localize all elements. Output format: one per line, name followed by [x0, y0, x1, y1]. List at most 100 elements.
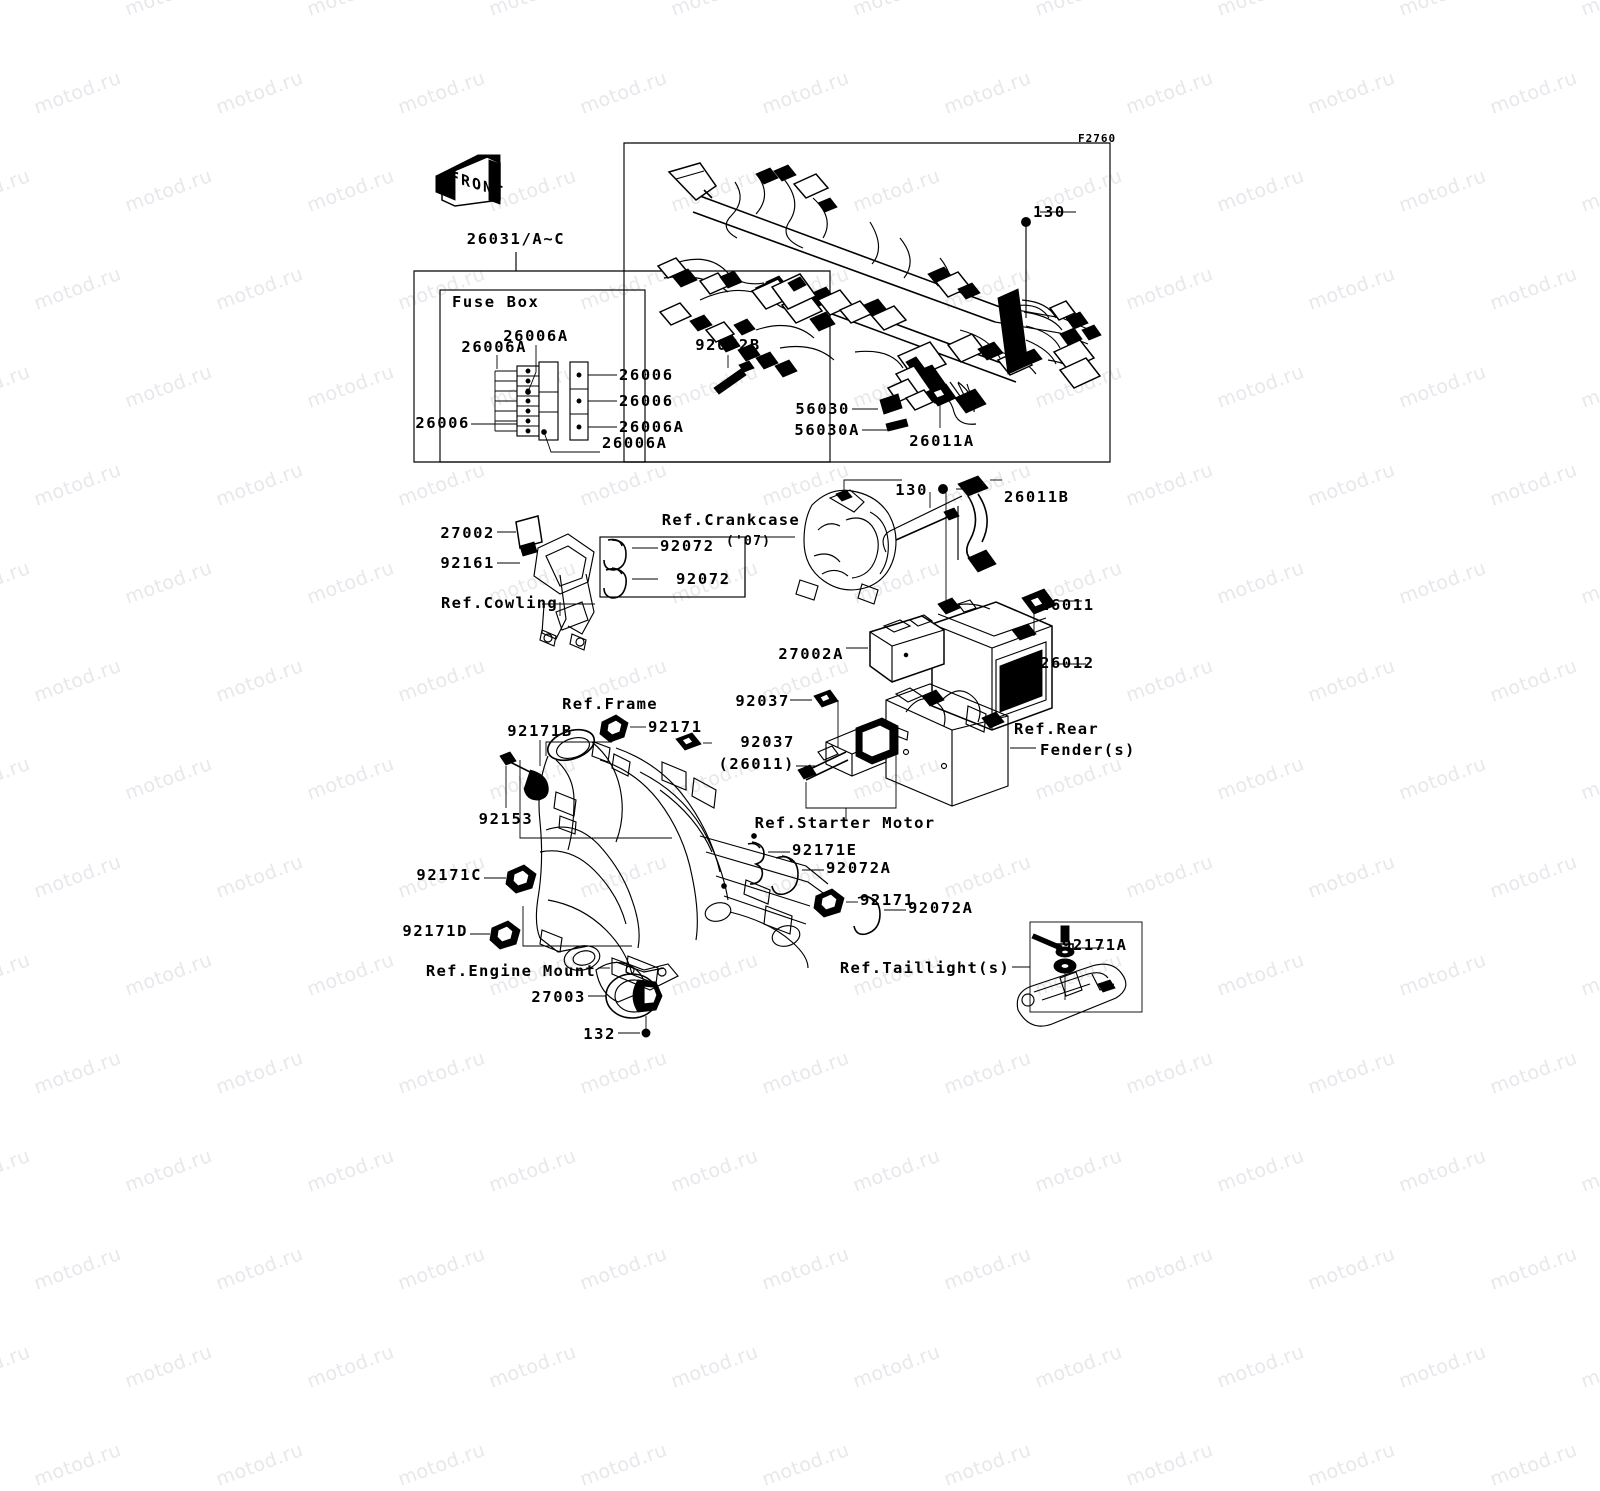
label-year-07: ('07) [726, 534, 772, 549]
watermark-text: motod.ru [1396, 1340, 1490, 1393]
ref-frame-assembly [519, 728, 831, 1003]
ref-taillight-group [1012, 921, 1143, 1027]
ref-starter-motor [796, 700, 899, 820]
label-ref-taillight: Ref.Taillight(s) [839, 959, 1010, 977]
label-92161: 92161 [440, 554, 495, 572]
label-92171E: 92171E [792, 841, 858, 859]
part-26011A [927, 383, 957, 407]
label-27003: 27003 [531, 988, 586, 1006]
sheet-code: F2760 [1078, 132, 1117, 145]
ref-engine-mount [598, 957, 679, 991]
nut-92037-left [675, 732, 712, 751]
watermark-text: motod.ru [941, 1242, 1035, 1295]
group-boundary-fusebox-inner [439, 289, 646, 463]
label-92037-left: 92037 [740, 733, 795, 751]
watermark-text: motod.ru [213, 1242, 307, 1295]
clamp-92171C [484, 864, 537, 894]
terminal-26011 [1021, 588, 1082, 636]
label-56030: 56030 [795, 400, 850, 418]
watermark-text: motod.ru [395, 1242, 489, 1295]
fuse-box-internals [471, 345, 617, 453]
bolt-92153-and-92171B [499, 740, 549, 808]
label-ref-crankcase: Ref.Crankcase [661, 511, 800, 529]
clamp-92072A-lower [853, 895, 906, 936]
watermark-text: motod.ru [395, 1438, 489, 1491]
label-ref-starter-motor: Ref.Starter Motor [754, 814, 936, 832]
harness-leaders [727, 211, 1076, 431]
label-26006A-upperleft: 26006A [461, 338, 527, 356]
battery-26012 [931, 597, 1086, 731]
clamp-92171E [747, 841, 790, 885]
label-27002: 27002 [440, 524, 495, 542]
label-26011-paren: (26011) [718, 755, 795, 773]
watermark-text: motod.ru [1305, 1438, 1399, 1491]
label-132: 132 [583, 1025, 616, 1043]
label-92171C: 92171C [416, 866, 482, 884]
clip-group-92072 [599, 536, 746, 599]
watermark-text: motod.ru [1032, 1340, 1126, 1393]
diagram-svg: .ln{stroke:#000;fill:none;stroke-width:1… [413, 142, 1143, 1038]
watermark-text: motod.ru [1305, 1242, 1399, 1295]
watermark-text: motod.ru [304, 1340, 398, 1393]
main-wiring-harness [656, 162, 1102, 425]
label-26006-right1: 26006 [619, 366, 674, 384]
watermark-text: motod.ru [668, 1340, 762, 1393]
label-26006-right2: 26006 [619, 392, 674, 410]
label-26006A-right: 26006A [619, 418, 685, 436]
part-92072B [713, 360, 755, 395]
watermark-text: motod.ru [941, 1438, 1035, 1491]
ground-130-mid [882, 484, 978, 560]
label-26011: 26011 [1040, 596, 1095, 614]
watermark-text: motod.ru [486, 1340, 580, 1393]
label-26011A: 26011A [909, 432, 975, 450]
label-92072: 92072 [676, 570, 731, 588]
watermark-text: motod.ru [850, 1340, 944, 1393]
front-direction-marker: FRONT [435, 154, 505, 207]
label-ref-rear-fender-2: Fender(s) [1040, 741, 1136, 759]
label-92072A-upper: 92072A [826, 859, 892, 877]
label-26006-left: 26006 [415, 414, 470, 432]
watermark-text: motod.ru [1214, 1340, 1308, 1393]
ref-crankcase-part [760, 479, 902, 605]
parts-diagram-canvas: .ln{stroke:#000;fill:none;stroke-width:1… [413, 142, 1143, 1038]
watermark-text: motod.ru [1487, 1438, 1581, 1491]
regulator-27002A [846, 614, 945, 683]
watermark-text: motod.ru [31, 1242, 125, 1295]
label-26031: 26031/A~C [466, 230, 566, 248]
label-26012: 26012 [1040, 654, 1095, 672]
label-56030A: 56030A [794, 421, 860, 439]
label-ref-engine-mount: Ref.Engine Mount [425, 962, 596, 980]
label-ref-frame: Ref.Frame [562, 695, 658, 713]
label-92153: 92153 [478, 810, 534, 828]
label-26006A-bottom: 26006A [602, 434, 668, 452]
label-92072B: 92072B [695, 336, 761, 354]
label-92072A-lower: 92072A [908, 899, 974, 917]
watermark-text: motod.ru [1123, 1242, 1217, 1295]
part-56030 [879, 393, 909, 432]
label-92171B: 92171B [507, 722, 573, 740]
label-ref-cowling: Ref.Cowling [441, 594, 558, 612]
group-boundary-fusebox-outer [413, 270, 831, 463]
watermark-text: motod.ru [577, 1438, 671, 1491]
label-130-mid: 130 [895, 481, 928, 499]
label-92171-mid: 92171 [860, 891, 915, 909]
nut-92037-right [790, 689, 839, 708]
label-26006A-top: 26006A [503, 327, 569, 345]
label-ref-rear-fender: Ref.Rear [1014, 720, 1100, 738]
watermark-text: motod.ru [1123, 1438, 1217, 1491]
group-boundary-harness [623, 142, 1111, 463]
relay-27002-assembly [497, 515, 595, 651]
label-27002A: 27002A [778, 645, 844, 663]
watermark-text: motod.ru [122, 1340, 216, 1393]
label-92171-top: 92171 [648, 718, 703, 736]
label-130-top: 130 [1033, 203, 1066, 221]
label-26011B: 26011B [1004, 488, 1070, 506]
watermark-text: motod.ru [1578, 1340, 1600, 1393]
label-92171D: 92171D [402, 922, 468, 940]
clamp-92072A-upper [771, 855, 824, 896]
label-92037-right: 92037 [735, 692, 790, 710]
part-92171-top [599, 714, 646, 743]
clamp-92171D [470, 920, 521, 950]
watermark-text: motod.ru [1487, 1242, 1581, 1295]
fuse-box-title: Fuse Box [452, 293, 540, 311]
